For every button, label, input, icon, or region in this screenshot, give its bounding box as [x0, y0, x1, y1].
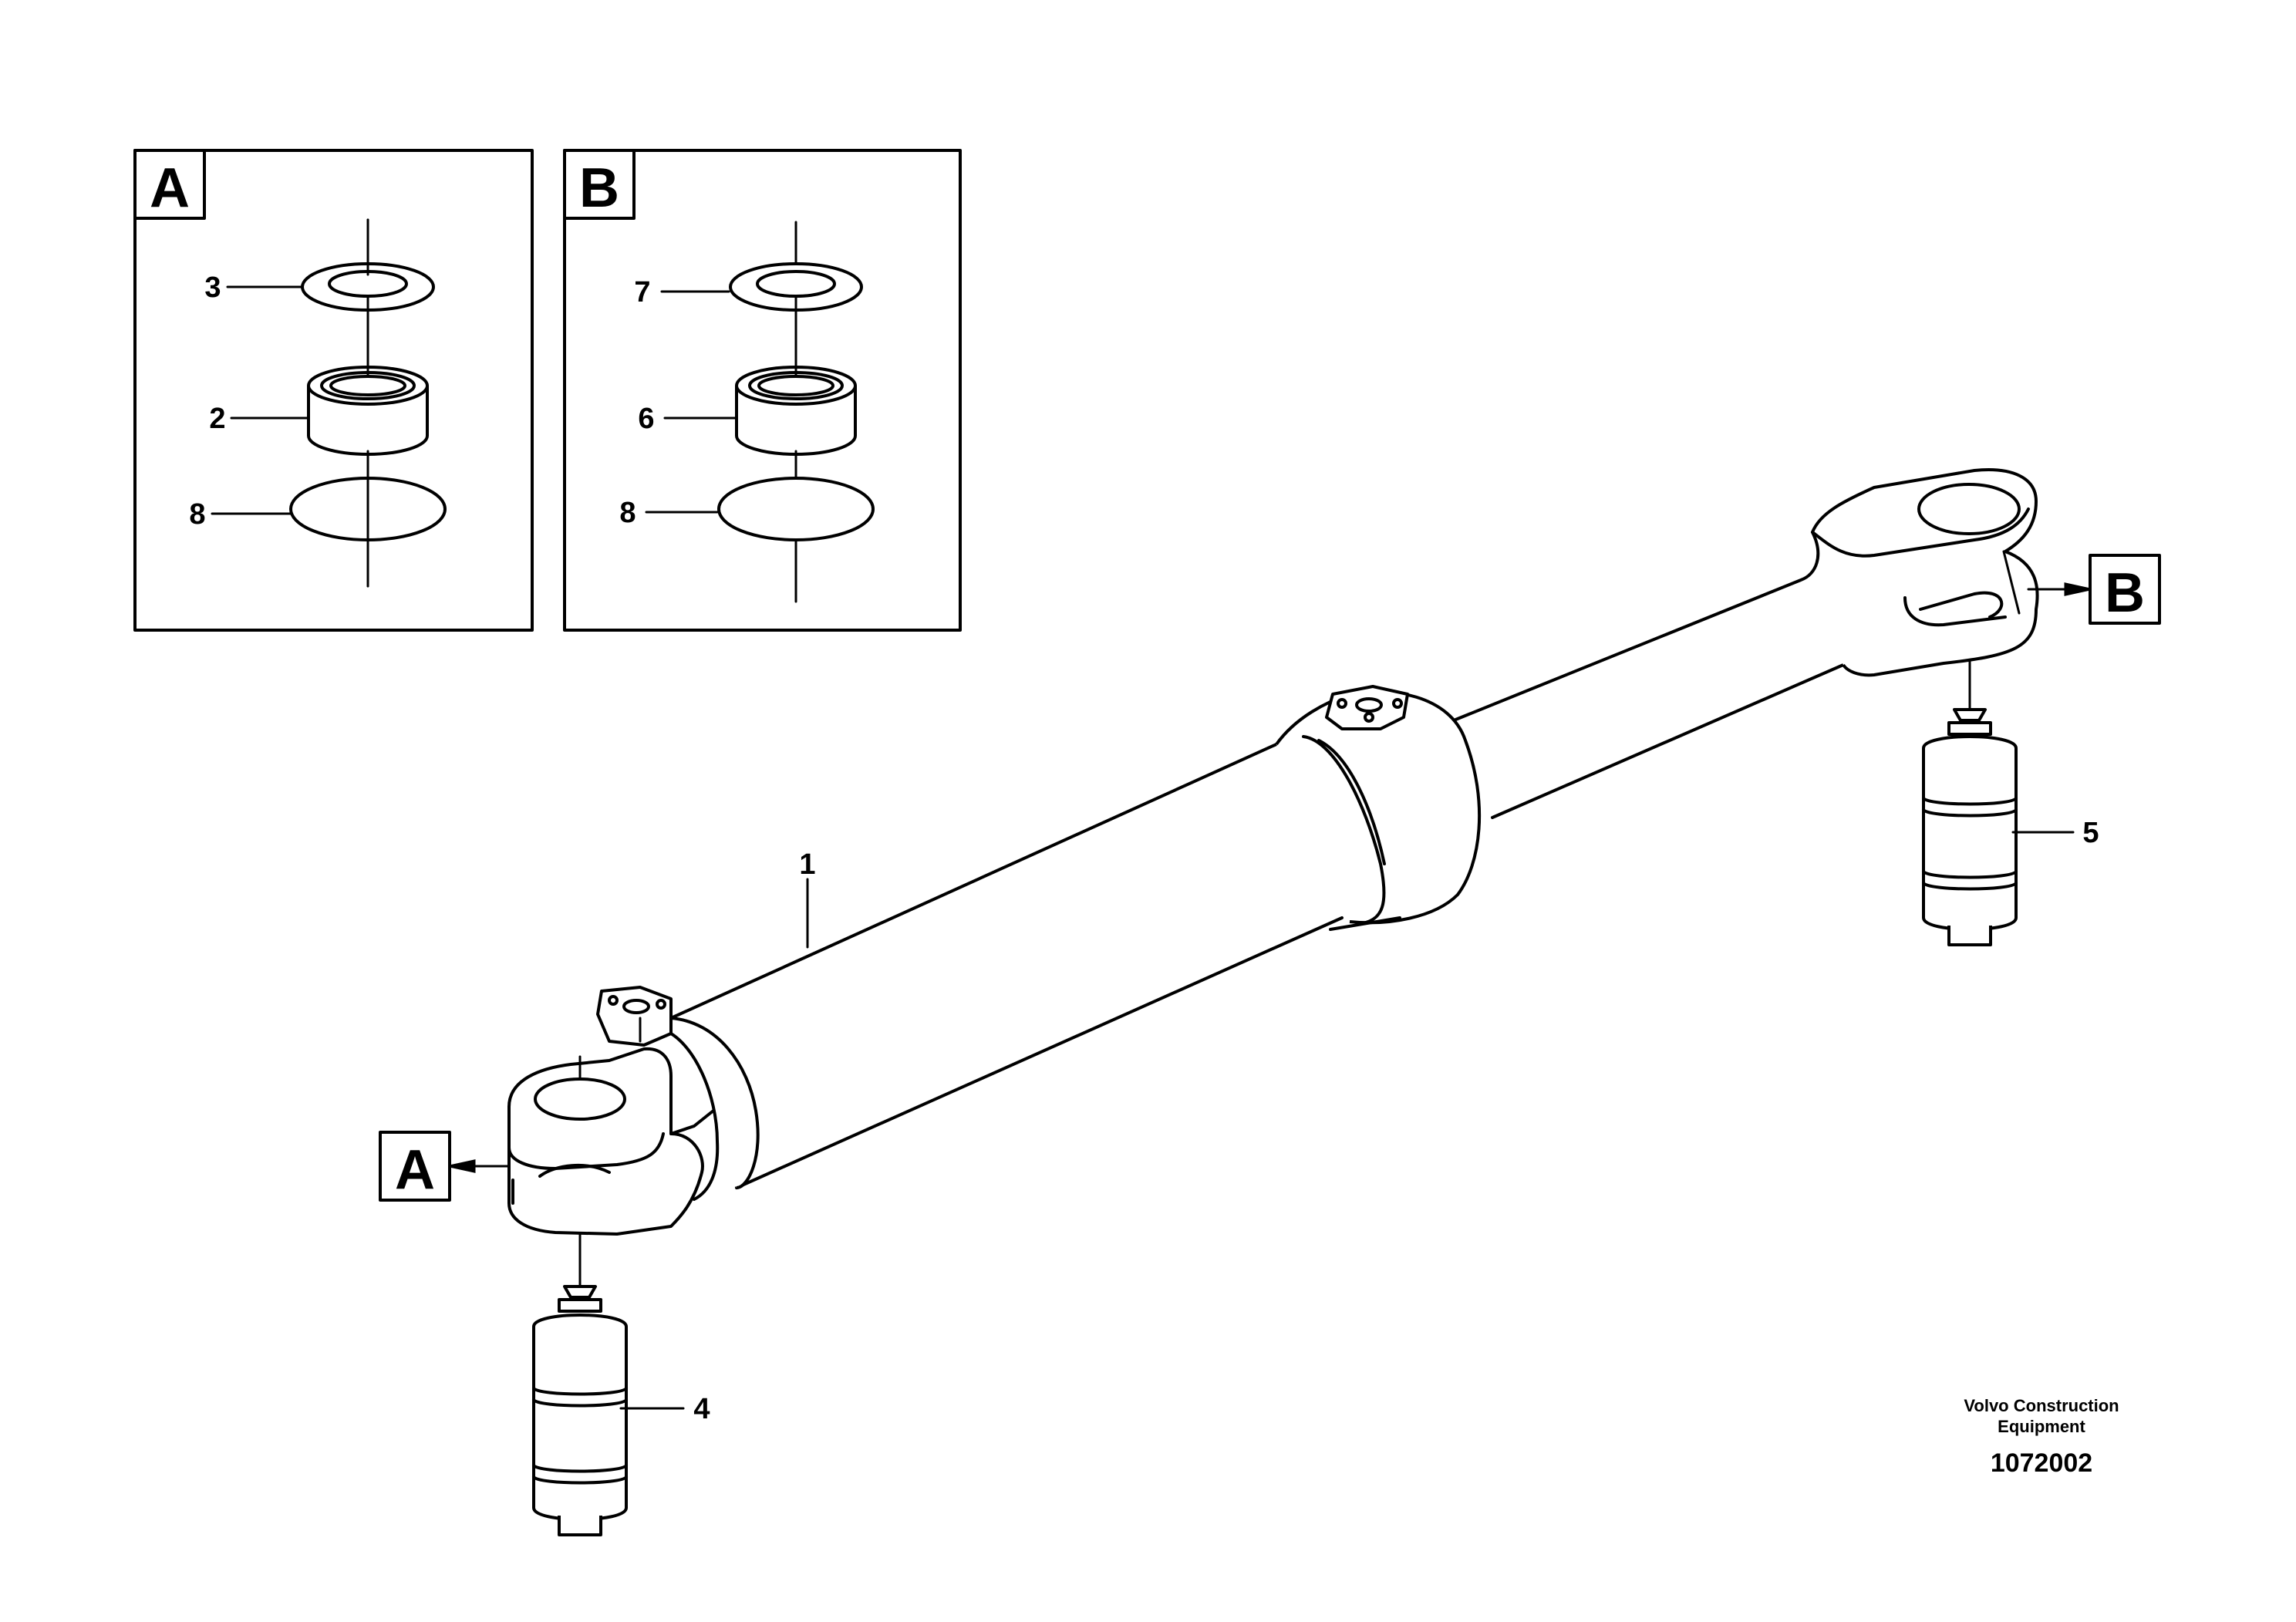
pin-part-5 [1922, 660, 2018, 946]
reference-marker-a: A [379, 1131, 511, 1202]
ref-a-letter: A [395, 1139, 435, 1201]
label-1: 1 [799, 848, 815, 881]
label-5: 5 [2082, 817, 2099, 849]
label-2: 2 [209, 403, 225, 435]
o-ring-part-8-b [717, 477, 875, 541]
label-6: 6 [638, 403, 654, 435]
callout-main: 1 [799, 848, 816, 949]
detail-view-a: A 3 2 8 [133, 149, 534, 632]
bearing-part-2 [307, 366, 429, 456]
label-4: 4 [693, 1393, 710, 1425]
label-8-b: 8 [619, 497, 636, 529]
company-name-line2: Equipment [1998, 1417, 2085, 1436]
detail-b-letter: B [579, 157, 619, 219]
reference-marker-b: B [2027, 554, 2161, 625]
drawing-footer: Volvo Construction Equipment 1072002 [1964, 1396, 2119, 1478]
bearing-part-6 [735, 366, 857, 456]
ref-b-letter: B [2105, 562, 2145, 624]
label-7: 7 [634, 276, 650, 309]
callout-pin-left: 4 [619, 1393, 710, 1425]
pin-part-4 [532, 1233, 628, 1536]
hydraulic-cylinder [507, 468, 2039, 1236]
detail-a-letter: A [150, 157, 190, 219]
company-name-line1: Volvo Construction [1964, 1396, 2119, 1415]
cylinder-tube [669, 685, 1482, 1189]
callout-pin-right: 5 [2011, 817, 2099, 849]
piston-rod [1441, 468, 2039, 819]
label-3: 3 [204, 271, 221, 304]
cylinder-base-eye [507, 986, 760, 1236]
drawing-number: 1072002 [1991, 1448, 2092, 1478]
detail-view-b: B 7 6 8 [563, 149, 962, 632]
label-8-a: 8 [189, 498, 205, 531]
